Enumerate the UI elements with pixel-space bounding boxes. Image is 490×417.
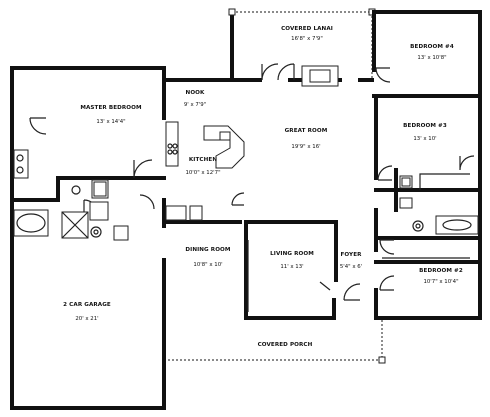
bedroom4-dims: 13' x 10'8" — [417, 55, 446, 61]
bedroom4-label: BEDROOM #4 — [410, 44, 454, 50]
dining-room-label: DINING ROOM — [185, 247, 231, 253]
foyer-label: FOYER — [340, 252, 362, 258]
nook-dims: 9' x 7'9" — [184, 102, 206, 108]
hall-bath — [399, 175, 479, 235]
kitchen-label: KITCHEN — [189, 157, 217, 163]
great-room-dims: 19'9" x 16' — [291, 144, 320, 150]
fireplace — [301, 65, 339, 87]
dining-room-dims: 10'8" x 10' — [193, 262, 222, 268]
bedroom2-label: BEDROOM #2 — [419, 268, 463, 274]
kitchen-dims: 10'0" x 12'7" — [185, 170, 220, 176]
master-bedroom-label: MASTER BEDROOM — [80, 105, 142, 111]
porch-outline — [164, 320, 386, 364]
living-room-label: LIVING ROOM — [270, 251, 314, 257]
covered-lanai-dims: 16'8" x 7'9" — [291, 36, 323, 42]
garage-dims: 20' x 21' — [75, 316, 98, 322]
great-room-label: GREAT ROOM — [285, 128, 328, 134]
garage-label: 2 CAR GARAGE — [63, 302, 111, 308]
covered-lanai-label: COVERED LANAI — [281, 26, 333, 32]
foyer-dims: 5'4" x 6' — [340, 264, 362, 270]
nook-label: NOOK — [186, 90, 205, 96]
bedroom2-dims: 10'7" x 10'4" — [423, 279, 458, 285]
master-bedroom-dims: 13' x 14'4" — [96, 119, 125, 125]
room-labels: COVERED LANAI 16'8" x 7'9" BEDROOM #4 13… — [63, 26, 463, 348]
kitchen-counter — [165, 121, 245, 221]
bedroom3-label: BEDROOM #3 — [403, 123, 447, 129]
covered-porch-label: COVERED PORCH — [258, 342, 313, 348]
interior-walls — [10, 10, 482, 342]
master-bath — [13, 149, 129, 241]
living-room-dims: 11' x 13' — [280, 264, 303, 270]
closets — [247, 173, 470, 312]
bedroom3-dims: 13' x 10' — [413, 136, 436, 142]
exterior-walls — [10, 10, 482, 410]
